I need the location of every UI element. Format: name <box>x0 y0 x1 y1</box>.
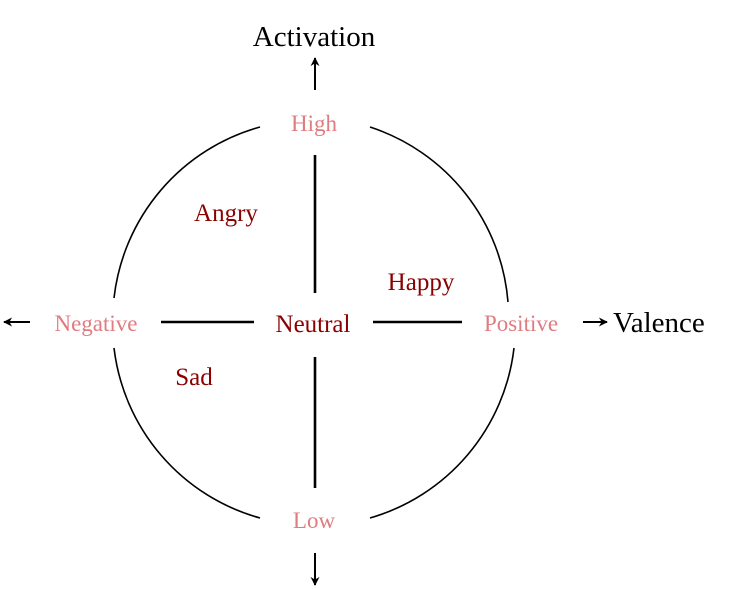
label-low: Low <box>293 508 336 533</box>
activation-axis-title: Activation <box>253 21 376 53</box>
circle-arc-bottom-left <box>113 347 261 519</box>
label-angry: Angry <box>194 200 258 227</box>
label-neutral: Neutral <box>276 311 351 338</box>
label-happy: Happy <box>388 269 455 296</box>
circle-arc-top-left <box>113 126 261 299</box>
circle-arc-bottom-right <box>369 347 515 519</box>
label-sad: Sad <box>175 364 213 391</box>
label-negative: Negative <box>54 311 137 336</box>
label-high: High <box>291 111 338 136</box>
circle-arc-top-right <box>369 126 509 303</box>
label-positive: Positive <box>484 311 558 336</box>
valence-axis-title: Valence <box>613 307 705 339</box>
